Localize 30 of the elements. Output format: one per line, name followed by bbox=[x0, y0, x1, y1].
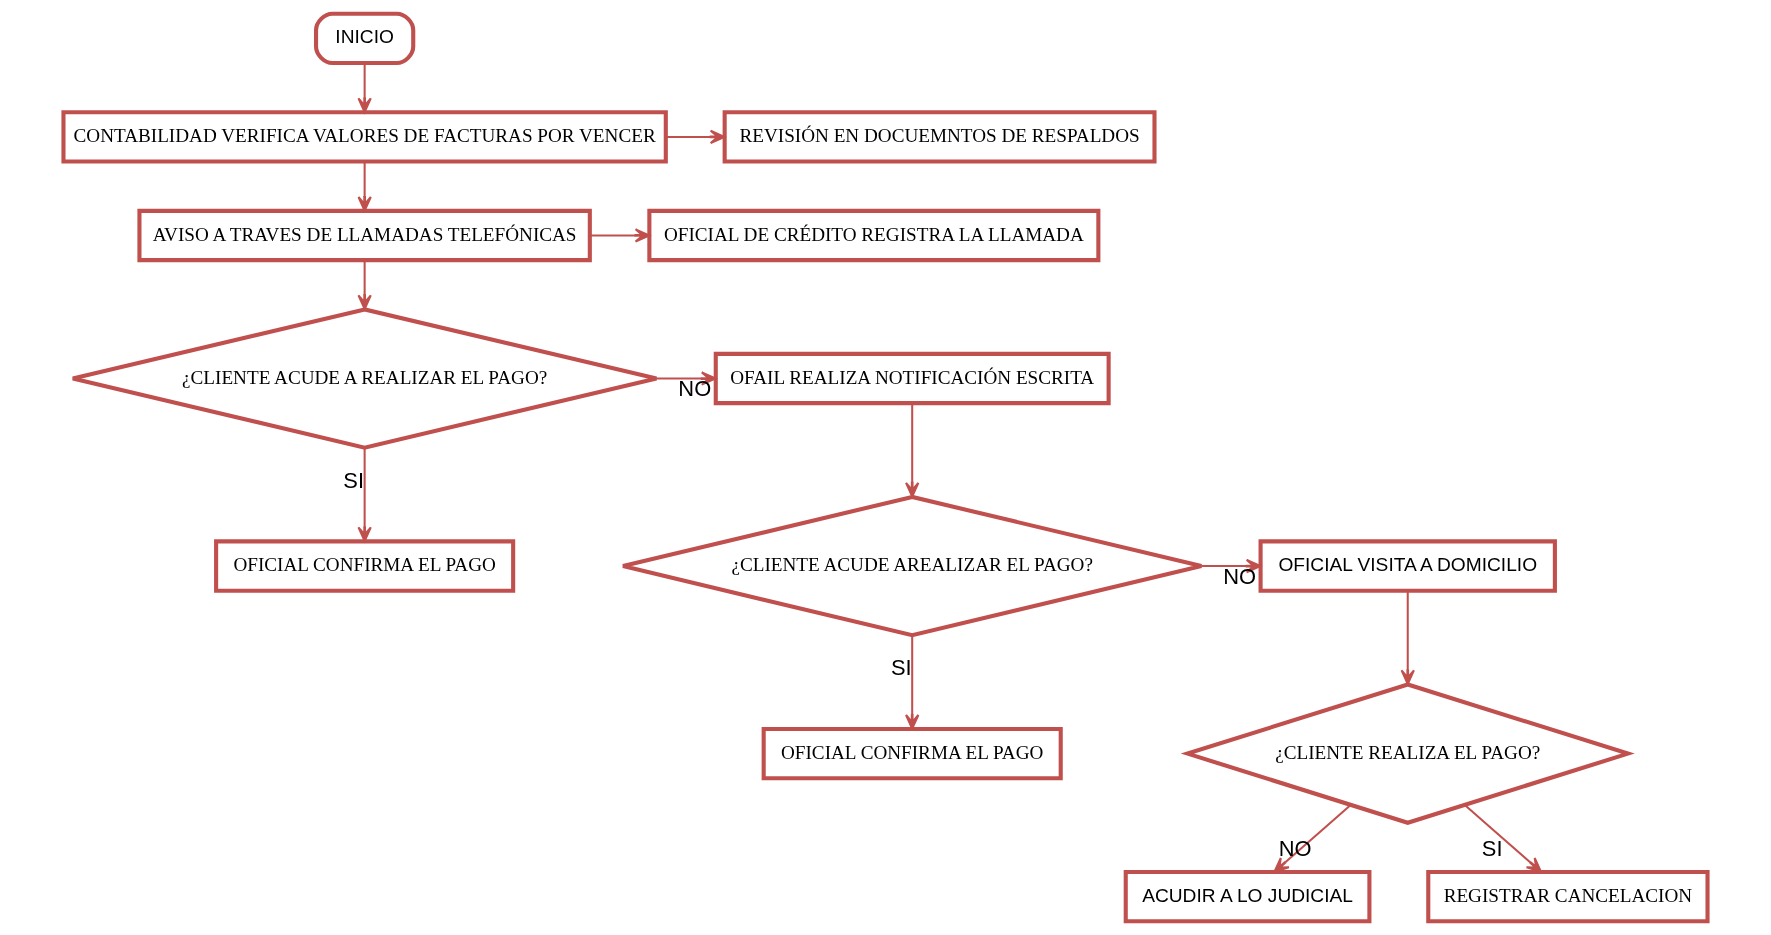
arrow bbox=[666, 129, 726, 145]
node-diamond: ¿CLIENTE ACUDE A REALIZAR EL PAGO? bbox=[70, 307, 659, 450]
node-box: OFICIAL CONFIRMA EL PAGO bbox=[214, 539, 516, 593]
arrow bbox=[1400, 590, 1415, 686]
arrow bbox=[357, 447, 372, 543]
node-diamond: ¿CLIENTE ACUDE AREALIZAR EL PAGO? bbox=[620, 494, 1204, 638]
arrow bbox=[905, 635, 920, 730]
arrow bbox=[905, 403, 920, 498]
node-box: REVISIÓN EN DOCUEMNTOS DE RESPALDOS bbox=[722, 110, 1157, 164]
edge-label: SI bbox=[343, 467, 365, 493]
arrow bbox=[357, 260, 372, 311]
arrow bbox=[357, 63, 372, 114]
node-box: OFICIAL DE CRÉDITO REGISTRA LA LLAMADA bbox=[647, 208, 1101, 263]
edge-label: NO bbox=[1223, 563, 1257, 589]
edge-label: SI bbox=[890, 655, 912, 681]
arrow bbox=[1464, 804, 1542, 873]
node-box: INICIO bbox=[314, 11, 416, 66]
node-box: AVISO A TRAVES DE LLAMADAS TELEFÓNICAS bbox=[137, 208, 592, 263]
arrow bbox=[589, 228, 651, 243]
node-box: ACUDIR A LO JUDICIAL bbox=[1123, 869, 1372, 924]
edge-label: SI bbox=[1481, 836, 1503, 862]
arrow bbox=[1273, 804, 1352, 873]
node-box: OFICIAL VISITA A DOMICILIO bbox=[1258, 539, 1557, 593]
node-box: OFICIAL CONFIRMA EL PAGO bbox=[761, 726, 1063, 781]
node-box: CONTABILIDAD VERIFICA VALORES DE FACTURAS POR VENCER bbox=[61, 110, 668, 164]
node-box: REGISTRAR CANCELACION bbox=[1426, 869, 1710, 924]
node-box: OFAIL REALIZA NOTIFICACIÓN ESCRITA bbox=[713, 351, 1111, 406]
node-diamond: ¿CLIENTE REALIZA EL PAGO? bbox=[1180, 682, 1635, 825]
arrow bbox=[357, 161, 372, 212]
edge-label: NO bbox=[678, 376, 712, 402]
